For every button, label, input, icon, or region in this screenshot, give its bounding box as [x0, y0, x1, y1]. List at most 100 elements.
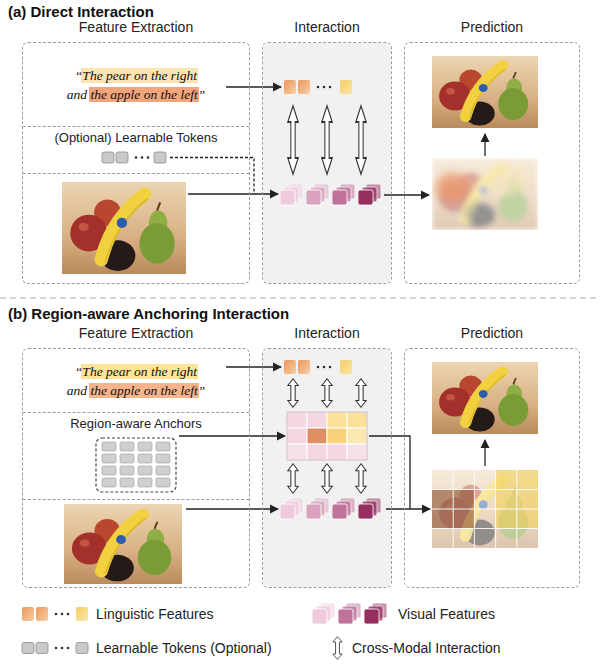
- cross-modal-arrows: [322, 379, 332, 408]
- grid-prediction: [432, 528, 538, 529]
- legend-linguistic-sample: [76, 607, 88, 621]
- visual-features: [306, 184, 329, 205]
- anchor-grid: [307, 444, 327, 460]
- grid-prediction: [432, 470, 538, 548]
- stage-box: Interaction: [262, 42, 392, 284]
- anchor-grid: [287, 412, 367, 460]
- legend-learnable-sample: [61, 647, 64, 650]
- learnable-tokens: [135, 156, 138, 159]
- input-image: [62, 182, 186, 274]
- anchor-grid: [327, 444, 347, 460]
- anchor-grid: [327, 412, 347, 428]
- visual-features: [358, 184, 381, 205]
- flow-arrows: [179, 435, 285, 436]
- component-label: Region-aware Anchors: [23, 412, 249, 432]
- legend-text: Cross-Modal Interaction: [352, 640, 501, 656]
- flow-arrows: [384, 194, 429, 195]
- flow-arrows: [188, 193, 278, 194]
- anchor-grid: [287, 412, 367, 460]
- linguistic-tokens: [284, 80, 296, 94]
- linguistic-tokens: [329, 366, 332, 369]
- blurry-prediction: [436, 173, 470, 203]
- flow-arrows: [226, 86, 281, 87]
- stage-title: Interaction: [233, 324, 421, 342]
- stage-box: Prediction: [404, 42, 580, 284]
- stage-title: Feature Extraction: [0, 18, 279, 36]
- flow-arrows: [484, 440, 485, 466]
- visual-features: [332, 498, 355, 519]
- output-image: [432, 56, 538, 128]
- token-box: (Optional) Learnable Tokens: [23, 126, 249, 174]
- legend-visual-sample: [364, 603, 387, 624]
- legend-learnable-sample: [22, 643, 88, 654]
- anchor-grid: [327, 428, 347, 444]
- blurry-prediction: [432, 158, 538, 230]
- legend-visual-sample: [312, 603, 335, 624]
- visual-features: [280, 498, 381, 519]
- linguistic-tokens: [284, 360, 296, 374]
- stage-title: Prediction: [375, 18, 600, 36]
- grid-prediction: [432, 470, 538, 548]
- legend-linguistic-sample: [22, 607, 88, 621]
- region-anchors: [156, 478, 170, 487]
- query-sentence: “The pear on the right and the apple on …: [66, 66, 207, 104]
- linguistic-tokens: [298, 80, 310, 94]
- cross-modal-arrows: [288, 379, 366, 493]
- visual-features: [306, 498, 329, 519]
- linguistic-tokens: [340, 80, 352, 94]
- flow-arrows: [226, 366, 281, 367]
- visual-features: [280, 498, 303, 519]
- learnable-tokens: [154, 152, 166, 163]
- visual-features: [280, 184, 381, 205]
- region-anchors: [102, 466, 116, 475]
- legend-learnable-sample: [55, 647, 58, 650]
- learnable-tokens: [102, 152, 166, 163]
- grid-prediction: [432, 509, 538, 510]
- linguistic-tokens: [323, 366, 326, 369]
- region-anchors: [120, 442, 134, 451]
- flow-arrows: [186, 508, 278, 509]
- linguistic-tokens: [329, 86, 332, 89]
- grid-prediction: [432, 470, 538, 548]
- visual-features: [280, 184, 303, 205]
- region-anchors: [120, 466, 134, 475]
- output-image: [432, 362, 538, 434]
- legend-interaction-sample: [333, 637, 342, 660]
- region-anchors: [156, 466, 170, 475]
- linguistic-tokens: [317, 366, 320, 369]
- cross-modal-arrows: [288, 464, 298, 493]
- region-anchors: [120, 454, 134, 463]
- stage-box: Prediction: [404, 348, 580, 588]
- linguistic-tokens: [323, 86, 326, 89]
- region-anchors: [96, 438, 176, 492]
- legend-linguistic-sample: [55, 613, 58, 616]
- region-anchors: [156, 454, 170, 463]
- stage-box: Interaction: [262, 348, 392, 588]
- cross-modal-arrows: [322, 464, 332, 493]
- cross-modal-arrows: [356, 379, 366, 408]
- blurry-prediction: [432, 158, 538, 230]
- anchor-grid: [307, 428, 327, 444]
- flow-arrows: [484, 134, 485, 156]
- legend-linguistic-sample: [36, 607, 48, 621]
- grid-prediction: [432, 489, 538, 490]
- linguistic-tokens: [284, 360, 352, 374]
- linguistic-tokens: [298, 360, 310, 374]
- legend-linguistic-sample: [22, 607, 34, 621]
- component-label: (Optional) Learnable Tokens: [23, 126, 249, 146]
- anchor-grid: [307, 412, 327, 428]
- region-anchors: [156, 442, 170, 451]
- learnable-tokens: [102, 152, 114, 163]
- learnable-tokens: [141, 156, 144, 159]
- anchor-grid: [287, 412, 307, 428]
- legend-text: Learnable Tokens (Optional): [96, 640, 272, 656]
- interaction-background: [263, 349, 391, 587]
- stage-title: Prediction: [375, 324, 600, 342]
- output-image: [432, 56, 538, 128]
- legend-text: Linguistic Features: [96, 606, 214, 622]
- linguistic-tokens: [340, 360, 352, 374]
- region-anchors: [138, 466, 152, 475]
- visual-features: [358, 498, 381, 519]
